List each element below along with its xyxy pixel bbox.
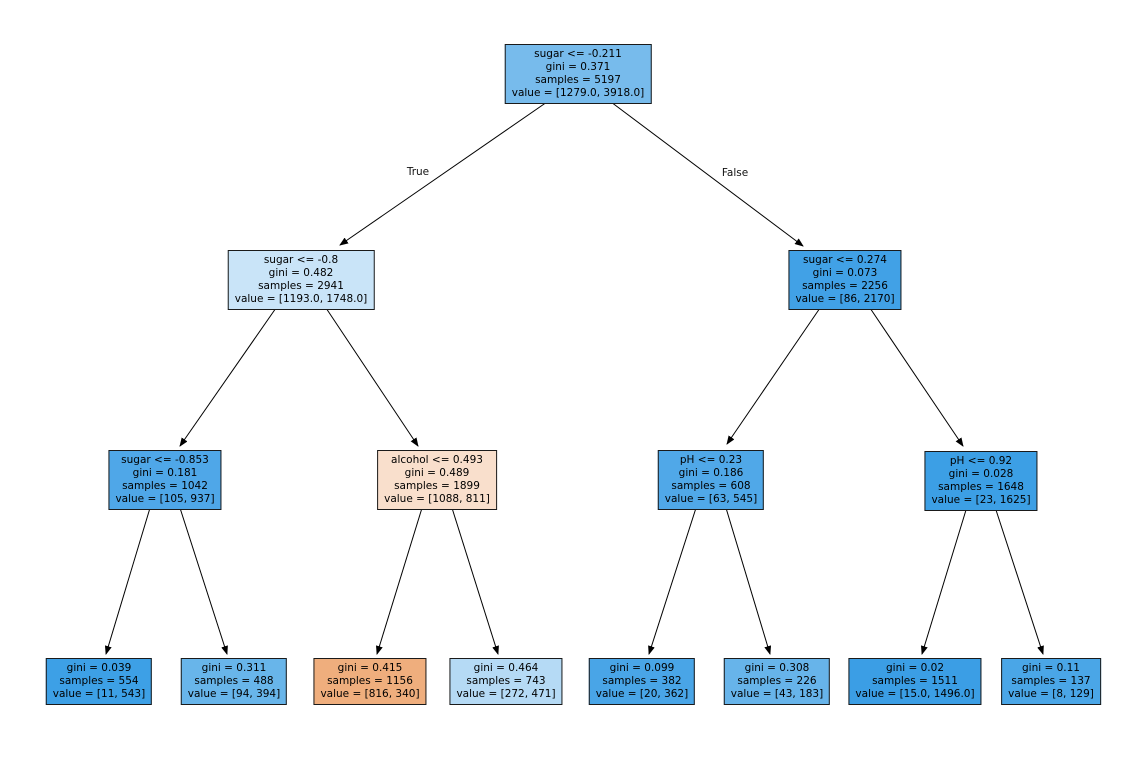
edge-l2l-right <box>325 307 419 447</box>
edge-n3-right <box>725 507 772 655</box>
node-samples: samples = 2941 <box>258 280 344 292</box>
edge-n4-left <box>920 509 967 655</box>
node-condition: pH <= 0.92 <box>949 455 1013 467</box>
edge-n3-left <box>648 507 697 655</box>
tree-node-depth2-3: pH <= 0.23 gini = 0.186 samples = 608 va… <box>657 450 765 510</box>
node-samples: samples = 1156 <box>327 675 413 687</box>
node-condition: sugar <= -0.211 <box>534 48 622 60</box>
node-gini: gini = 0.311 <box>201 662 267 674</box>
tree-leaf-3: gini = 0.415 samples = 1156 value = [816… <box>313 658 427 705</box>
edge-l2l-left <box>179 307 277 447</box>
node-value: value = [15.0, 1496.0] <box>855 688 975 700</box>
edge-l2r-right <box>869 307 964 447</box>
node-gini: gini = 0.482 <box>268 267 334 279</box>
tree-node-depth2-2: alcohol <= 0.493 gini = 0.489 samples = … <box>377 450 497 510</box>
node-value: value = [63, 545] <box>664 493 758 505</box>
node-gini: gini = 0.099 <box>609 662 675 674</box>
node-value: value = [1193.0, 1748.0] <box>234 293 368 305</box>
node-gini: gini = 0.11 <box>1021 662 1080 674</box>
node-samples: samples = 137 <box>1011 675 1091 687</box>
node-value: value = [272, 471] <box>456 688 556 700</box>
node-value: value = [1088, 811] <box>384 493 490 505</box>
node-samples: samples = 608 <box>671 480 751 492</box>
node-samples: samples = 554 <box>59 675 139 687</box>
node-gini: gini = 0.371 <box>545 61 611 73</box>
tree-node-depth2-4: pH <= 0.92 gini = 0.028 samples = 1648 v… <box>924 451 1038 511</box>
node-samples: samples = 1511 <box>872 675 958 687</box>
node-gini: gini = 0.489 <box>404 467 470 479</box>
node-condition: sugar <= -0.853 <box>121 454 209 466</box>
node-value: value = [8, 129] <box>1008 688 1094 700</box>
edge-n1-left <box>104 507 151 655</box>
tree-leaf-6: gini = 0.308 samples = 226 value = [43, … <box>723 658 831 705</box>
edge-label-false: False <box>721 167 749 179</box>
edge-n4-right <box>995 509 1044 655</box>
edge-n2-right <box>451 507 499 655</box>
node-samples: samples = 382 <box>602 675 682 687</box>
tree-leaf-1: gini = 0.039 samples = 554 value = [11, … <box>45 658 153 705</box>
tree-node-root: sugar <= -0.211 gini = 0.371 samples = 5… <box>504 44 652 104</box>
node-samples: samples = 488 <box>194 675 274 687</box>
node-samples: samples = 743 <box>466 675 546 687</box>
edge-l2r-left <box>726 307 821 445</box>
node-samples: samples = 1899 <box>394 480 480 492</box>
node-gini: gini = 0.039 <box>66 662 132 674</box>
node-value: value = [86, 2170] <box>795 293 895 305</box>
edge-label-true: True <box>406 166 430 178</box>
node-value: value = [105, 937] <box>115 493 215 505</box>
node-samples: samples = 1042 <box>122 480 208 492</box>
node-condition: pH <= 0.23 <box>679 454 743 466</box>
node-samples: samples = 5197 <box>535 74 621 86</box>
tree-node-depth2-1: sugar <= -0.853 gini = 0.181 samples = 1… <box>108 450 222 510</box>
tree-leaf-5: gini = 0.099 samples = 382 value = [20, … <box>588 658 696 705</box>
node-value: value = [20, 362] <box>595 688 689 700</box>
node-value: value = [23, 1625] <box>931 494 1031 506</box>
node-samples: samples = 1648 <box>938 481 1024 493</box>
node-gini: gini = 0.073 <box>812 267 878 279</box>
tree-node-depth1-right: sugar <= 0.274 gini = 0.073 samples = 22… <box>788 250 902 310</box>
node-gini: gini = 0.308 <box>744 662 810 674</box>
node-value: value = [94, 394] <box>187 688 281 700</box>
tree-node-depth1-left: sugar <= -0.8 gini = 0.482 samples = 294… <box>227 250 375 310</box>
node-gini: gini = 0.464 <box>473 662 539 674</box>
node-gini: gini = 0.028 <box>948 468 1014 480</box>
node-value: value = [816, 340] <box>320 688 420 700</box>
tree-leaf-2: gini = 0.311 samples = 488 value = [94, … <box>180 658 288 705</box>
tree-leaf-4: gini = 0.464 samples = 743 value = [272,… <box>449 658 563 705</box>
tree-leaf-8: gini = 0.11 samples = 137 value = [8, 12… <box>1001 658 1101 705</box>
node-gini: gini = 0.181 <box>132 467 198 479</box>
node-samples: samples = 226 <box>737 675 817 687</box>
node-gini: gini = 0.02 <box>885 662 945 674</box>
edge-n1-right <box>179 507 228 655</box>
edge-n2-left <box>376 507 423 655</box>
node-value: value = [43, 183] <box>730 688 824 700</box>
node-condition: sugar <= -0.8 <box>263 254 339 266</box>
node-samples: samples = 2256 <box>802 280 888 292</box>
node-condition: sugar <= 0.274 <box>803 254 887 266</box>
node-value: value = [1279.0, 3918.0] <box>511 87 645 99</box>
node-condition: alcohol <= 0.493 <box>391 454 483 466</box>
edge-root-right <box>610 101 804 247</box>
tree-leaf-7: gini = 0.02 samples = 1511 value = [15.0… <box>848 658 982 705</box>
edge-root-left <box>339 101 548 246</box>
node-value: value = [11, 543] <box>52 688 146 700</box>
node-gini: gini = 0.415 <box>337 662 403 674</box>
node-gini: gini = 0.186 <box>678 467 744 479</box>
